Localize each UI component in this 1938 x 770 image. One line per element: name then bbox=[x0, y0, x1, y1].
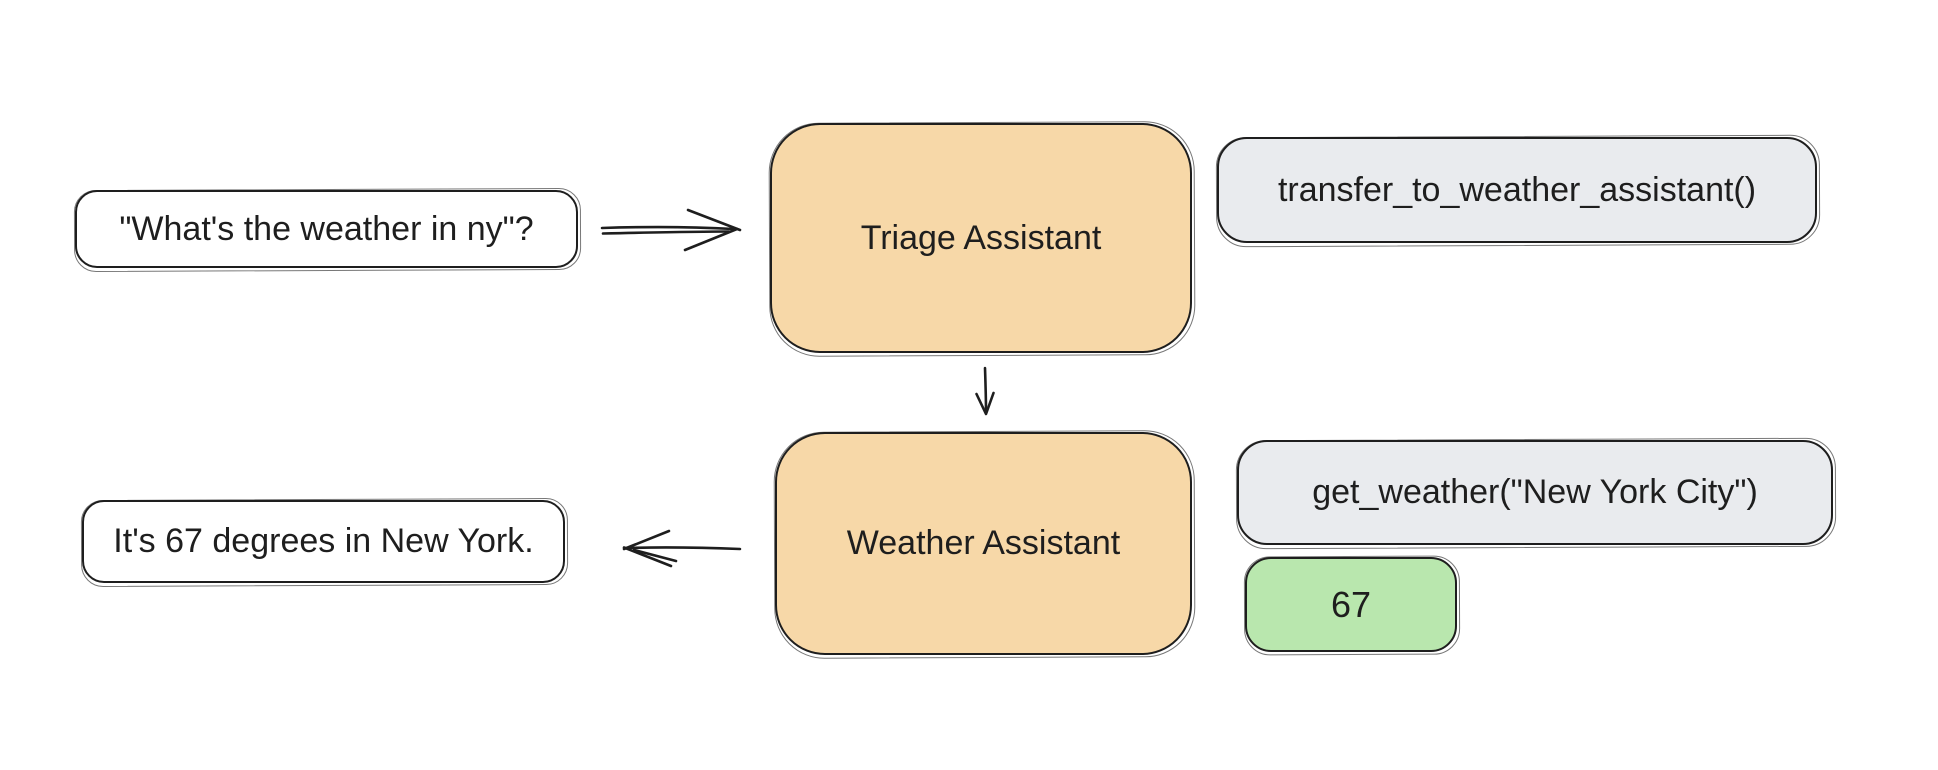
final-response-label: It's 67 degrees in New York. bbox=[113, 522, 534, 561]
tool-result-node: 67 bbox=[1245, 557, 1457, 652]
user-query-node: "What's the weather in ny"? bbox=[75, 190, 578, 268]
triage-assistant-node: Triage Assistant bbox=[770, 123, 1192, 353]
triage-assistant-label: Triage Assistant bbox=[860, 218, 1102, 257]
arrow-left-weather-to-response-icon bbox=[622, 529, 742, 568]
transfer-call-node: transfer_to_weather_assistant() bbox=[1217, 137, 1817, 243]
tool-result-label: 67 bbox=[1330, 583, 1372, 625]
get-weather-call-label: get_weather("New York City") bbox=[1312, 473, 1758, 512]
weather-assistant-node: Weather Assistant bbox=[775, 432, 1192, 655]
arrow-right-query-to-triage-icon bbox=[600, 208, 742, 252]
transfer-call-label: transfer_to_weather_assistant() bbox=[1277, 170, 1757, 209]
user-query-label: "What's the weather in ny"? bbox=[119, 209, 534, 248]
get-weather-call-node: get_weather("New York City") bbox=[1237, 440, 1833, 545]
weather-assistant-label: Weather Assistant bbox=[846, 524, 1121, 563]
final-response-node: It's 67 degrees in New York. bbox=[82, 500, 565, 583]
arrow-down-triage-to-weather-icon bbox=[975, 366, 995, 416]
